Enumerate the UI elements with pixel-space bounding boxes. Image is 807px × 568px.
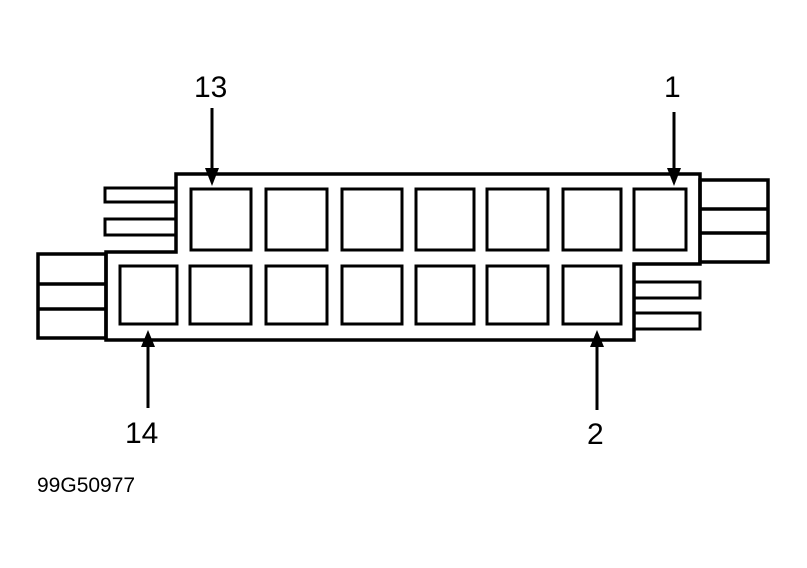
cavity [485, 187, 550, 252]
cavity [340, 187, 404, 252]
cavity [414, 264, 476, 326]
left-lock-block [36, 252, 108, 340]
cavity [188, 264, 253, 326]
right-lock-block [698, 178, 770, 264]
pin-label-13: 13 [194, 71, 228, 104]
arrow-pin-2 [590, 330, 604, 410]
arrow-pin-13 [205, 108, 219, 186]
cavity [264, 264, 329, 326]
cavity [632, 187, 688, 252]
cavity [118, 264, 179, 326]
figure-code: 99G50977 [37, 474, 136, 497]
arrow-pin-14 [141, 330, 155, 408]
right-latch-tabs [634, 280, 702, 331]
connector-body-outline [104, 172, 702, 342]
arrow-pin-1 [667, 112, 681, 186]
pin-label-14: 14 [125, 417, 159, 450]
pin-label-1: 1 [664, 71, 681, 104]
cavity [561, 264, 623, 326]
cavity [485, 264, 550, 326]
left-latch-tabs [103, 186, 176, 237]
cavity [340, 264, 404, 326]
cavity [189, 187, 253, 252]
top-row-cavities [189, 187, 688, 252]
bottom-row-cavities [118, 264, 623, 326]
cavity [561, 187, 623, 252]
cavity [414, 187, 476, 252]
cavity [264, 187, 329, 252]
pin-label-2: 2 [587, 418, 604, 451]
